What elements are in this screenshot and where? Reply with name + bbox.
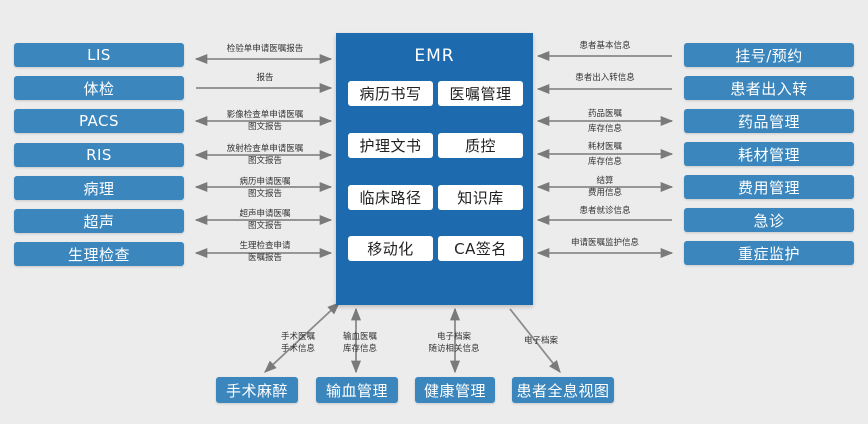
system-tijian: 体检 bbox=[14, 76, 184, 100]
module-binglishuxie: 病历书写 bbox=[348, 81, 433, 106]
system-lis: LIS bbox=[14, 43, 184, 67]
system-haocai: 耗材管理 bbox=[684, 142, 854, 166]
edge-line: 药品医嘱 bbox=[587, 109, 622, 119]
edge-line: 耗材医嘱 bbox=[587, 142, 622, 152]
edge-label-pacs: 影像检查单申请医嘱图文报告 bbox=[206, 110, 324, 132]
edge-line: 影像检查单申请医嘱 bbox=[226, 110, 304, 120]
edge-line: 报告 bbox=[256, 73, 274, 83]
edge-line: 患者出入转信息 bbox=[575, 73, 635, 83]
system-label: 健康管理 bbox=[423, 381, 486, 400]
arrow-quanxi bbox=[509, 308, 561, 373]
system-label: RIS bbox=[86, 146, 112, 164]
edge-line: 患者就诊信息 bbox=[579, 206, 631, 216]
system-shuxueguanli: 输血管理 bbox=[316, 377, 398, 403]
edge-line: 库存信息 bbox=[342, 344, 377, 354]
system-label: 患者全息视图 bbox=[516, 381, 610, 400]
arrow-shoushu bbox=[264, 302, 340, 373]
edge-label-churuzhuan: 患者出入转信息 bbox=[548, 73, 662, 83]
edge-line: 费用信息 bbox=[587, 188, 622, 198]
edge-label-lis: 检验单申请医嘱报告 bbox=[206, 44, 324, 54]
edge-line: 患者基本信息 bbox=[579, 41, 631, 51]
edge-line: 手术医嘱 bbox=[280, 332, 315, 342]
system-jizhen: 急诊 bbox=[684, 208, 854, 232]
module-yidonghua: 移动化 bbox=[348, 236, 433, 261]
system-label: 患者出入转 bbox=[730, 79, 808, 98]
system-guahao: 挂号/预约 bbox=[684, 43, 854, 67]
system-label: 体检 bbox=[83, 79, 115, 98]
system-label: 费用管理 bbox=[737, 178, 800, 197]
system-label: 病理 bbox=[83, 179, 115, 198]
edge-line: 生理检查申请 bbox=[239, 241, 291, 251]
module-zhikong: 质控 bbox=[438, 133, 523, 158]
edge-line: 申请医嘱监护信息 bbox=[570, 238, 639, 248]
edge-label-yaopin: 药品医嘱库存信息 bbox=[548, 109, 662, 134]
edge-line: 医嘱报告 bbox=[247, 253, 282, 263]
system-huanzhequanxi: 患者全息视图 bbox=[512, 377, 614, 403]
system-shoushumazui: 手术麻醉 bbox=[216, 377, 298, 403]
system-chaosheng: 超声 bbox=[14, 209, 184, 233]
edge-label-zhongzheng: 申请医嘱监护信息 bbox=[548, 238, 662, 248]
system-label: 急诊 bbox=[753, 211, 785, 230]
module-caqianming: CA签名 bbox=[438, 236, 523, 261]
edge-label-ris: 放射检查单申请医嘱图文报告 bbox=[206, 144, 324, 166]
edge-line: 电子档案 bbox=[523, 336, 558, 346]
edge-line: 图文报告 bbox=[247, 189, 282, 199]
edge-label-jiankang: 电子档案随访相关信息 bbox=[416, 332, 492, 354]
emr-title: EMR bbox=[414, 46, 455, 66]
edge-label-tijian: 报告 bbox=[206, 73, 324, 83]
module-linchuanglujing: 临床路径 bbox=[348, 185, 433, 210]
edge-line: 手术信息 bbox=[280, 344, 315, 354]
edge-label-bingli: 病历申请医嘱图文报告 bbox=[206, 177, 324, 199]
system-label: 挂号/预约 bbox=[735, 46, 803, 65]
edge-label-jizhen: 患者就诊信息 bbox=[548, 206, 662, 216]
edge-label-shoushu: 手术医嘱手术信息 bbox=[268, 332, 328, 354]
edge-line: 图文报告 bbox=[247, 122, 282, 132]
system-pacs: PACS bbox=[14, 109, 184, 133]
system-yaopin: 药品管理 bbox=[684, 109, 854, 133]
system-label: 耗材管理 bbox=[737, 145, 800, 164]
system-label: 药品管理 bbox=[737, 112, 800, 131]
edge-line: 结算 bbox=[596, 176, 614, 186]
edge-line: 库存信息 bbox=[587, 124, 622, 134]
system-churuzhuan: 患者出入转 bbox=[684, 76, 854, 100]
system-label: PACS bbox=[78, 112, 120, 130]
edge-line: 病历申请医嘱 bbox=[239, 177, 291, 187]
edge-label-guahao: 患者基本信息 bbox=[548, 41, 662, 51]
edge-line: 库存信息 bbox=[587, 157, 622, 167]
system-bingli: 病理 bbox=[14, 176, 184, 200]
system-zhongzheng: 重症监护 bbox=[684, 241, 854, 265]
edge-line: 图文报告 bbox=[247, 221, 282, 231]
module-yizhuguanli: 医嘱管理 bbox=[438, 81, 523, 106]
system-jiankangguanli: 健康管理 bbox=[415, 377, 495, 403]
edge-label-quanxi: 电子档案 bbox=[512, 336, 570, 346]
edge-line: 检验单申请医嘱报告 bbox=[226, 44, 304, 54]
system-label: LIS bbox=[87, 46, 111, 64]
module-zhishiku: 知识库 bbox=[438, 185, 523, 210]
edge-line: 放射检查单申请医嘱 bbox=[226, 144, 304, 154]
system-label: 生理检查 bbox=[67, 245, 130, 264]
edge-label-shuxue: 输血医嘱库存信息 bbox=[332, 332, 388, 354]
edge-line: 图文报告 bbox=[247, 156, 282, 166]
system-label: 重症监护 bbox=[737, 244, 800, 263]
edge-label-feiyong: 结算费用信息 bbox=[548, 176, 662, 198]
emr-core: EMR 病历书写 医嘱管理 护理文书 质控 临床路径 知识库 移动化 CA签名 bbox=[336, 33, 533, 305]
edge-line: 超声申请医嘱 bbox=[239, 209, 291, 219]
edge-label-chaosheng: 超声申请医嘱图文报告 bbox=[206, 209, 324, 231]
system-label: 手术麻醉 bbox=[225, 381, 288, 400]
system-ris: RIS bbox=[14, 143, 184, 167]
system-shengli: 生理检查 bbox=[14, 242, 184, 266]
system-label: 超声 bbox=[83, 212, 115, 231]
edge-line: 电子档案 bbox=[436, 332, 471, 342]
system-feiyong: 费用管理 bbox=[684, 175, 854, 199]
system-label: 输血管理 bbox=[325, 381, 388, 400]
edge-label-haocai: 耗材医嘱库存信息 bbox=[548, 142, 662, 167]
edge-label-shengli: 生理检查申请医嘱报告 bbox=[206, 241, 324, 263]
edge-line: 输血医嘱 bbox=[342, 332, 377, 342]
module-hulewenshu: 护理文书 bbox=[348, 133, 433, 158]
edge-line: 随访相关信息 bbox=[428, 344, 480, 354]
